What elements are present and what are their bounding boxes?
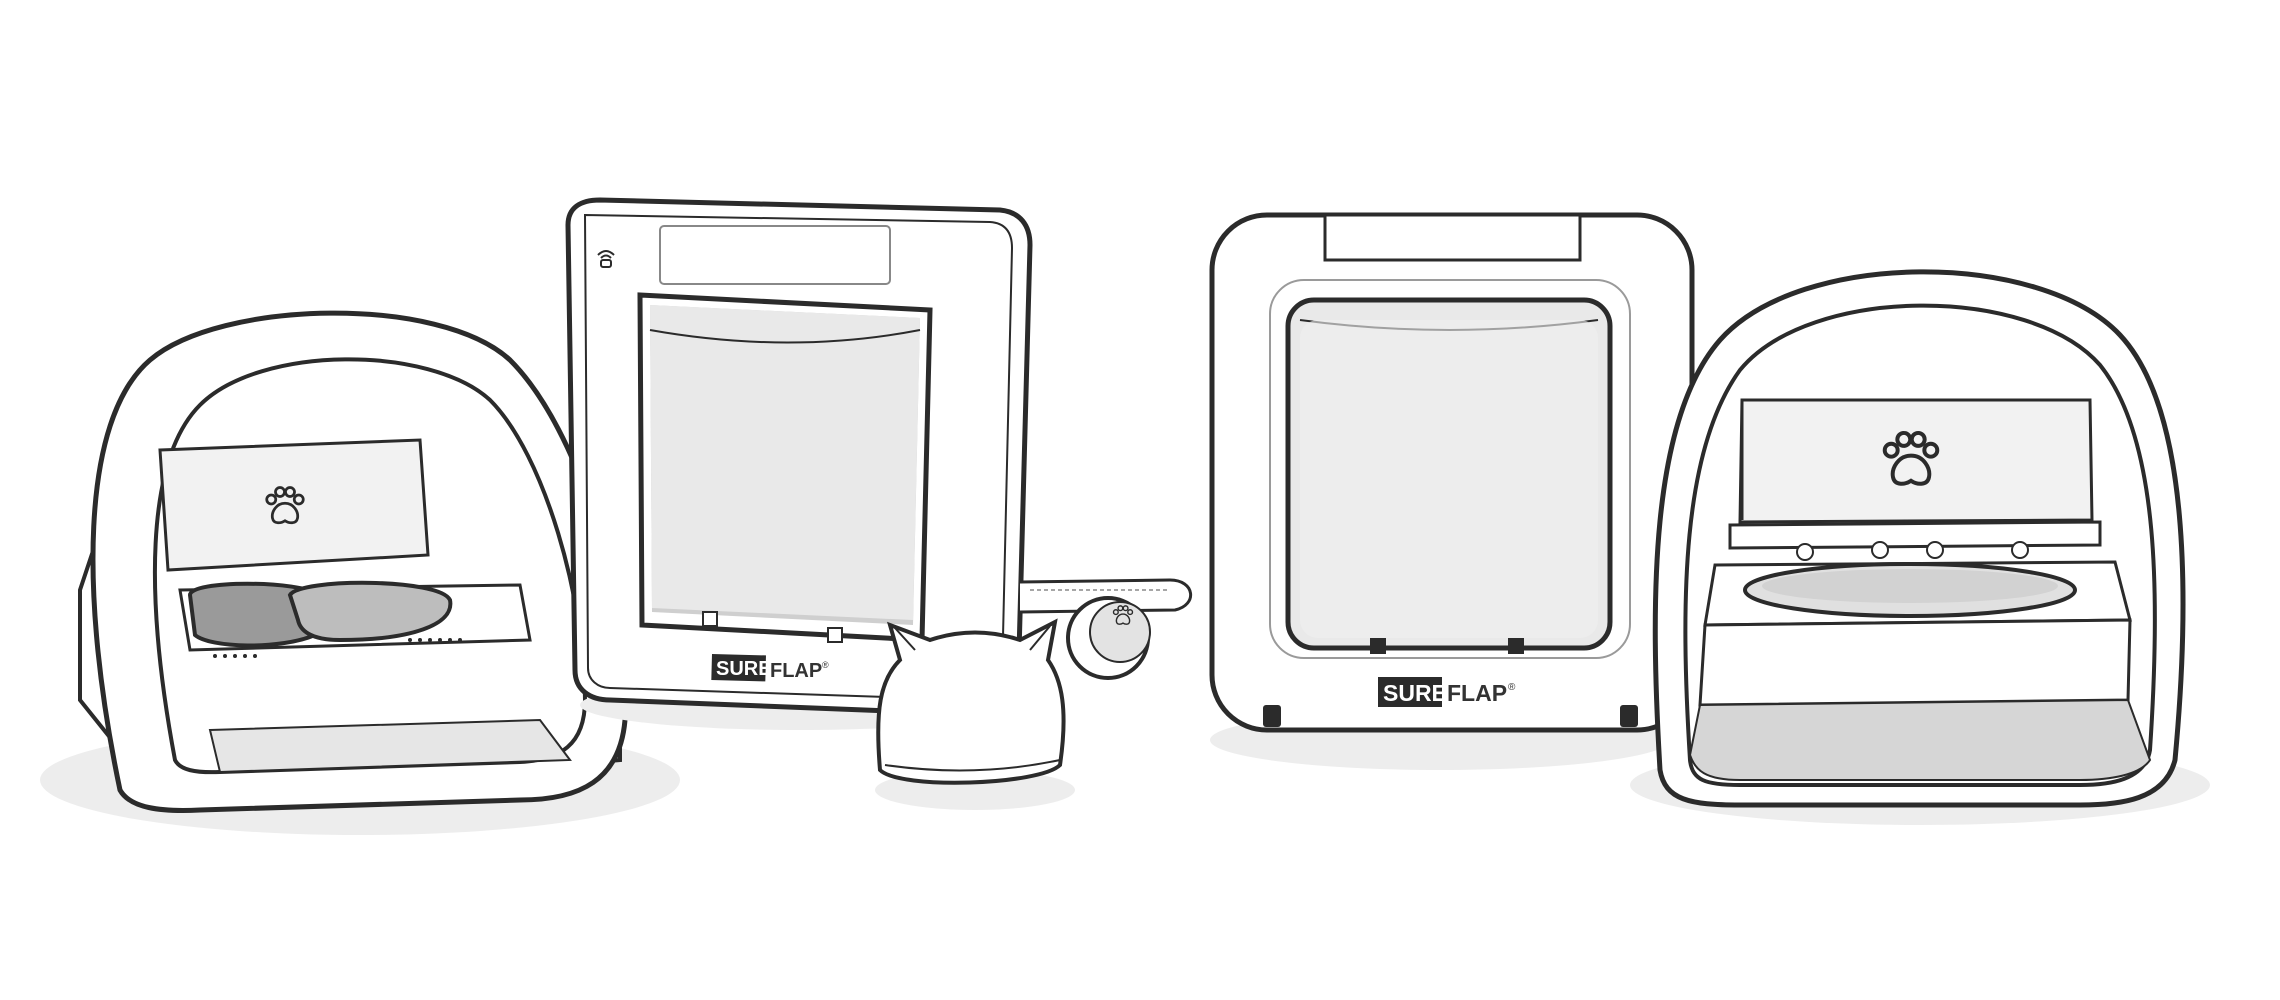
feeder-right — [1630, 269, 2210, 825]
brand-reg: ® — [822, 660, 829, 670]
hub — [875, 618, 1075, 810]
brand-logo-left: SURE FLAP ® — [711, 653, 829, 682]
pet-door-left: SURE FLAP ® — [565, 197, 1033, 730]
brand-sure: SURE — [1383, 680, 1447, 706]
pet-door-right: SURE FLAP ® — [1209, 212, 1695, 770]
brand-flap: FLAP — [770, 660, 822, 682]
brand-sure: SURE — [716, 658, 772, 680]
wifi-icon — [597, 250, 615, 268]
collar — [1019, 578, 1193, 680]
brand-flap: FLAP — [1447, 680, 1507, 706]
brand-logo-right: SURE FLAP ® — [1378, 677, 1516, 707]
brand-reg: ® — [1508, 682, 1516, 693]
feeder-left — [40, 310, 680, 835]
